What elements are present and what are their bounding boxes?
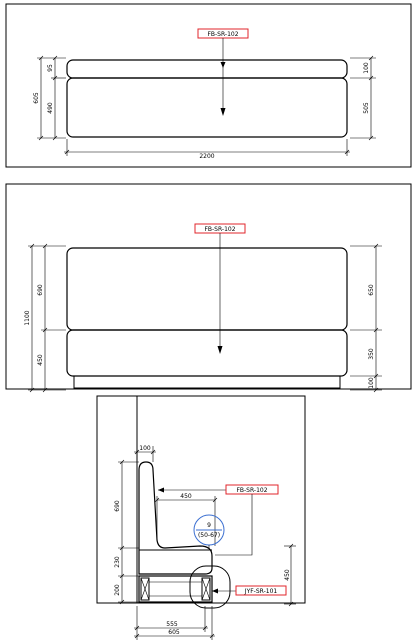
section-left-dims: 690 230 200 — [114, 459, 139, 605]
section-sofa-profile — [138, 461, 213, 575]
dim-section-base-height: 200 — [114, 584, 121, 596]
dim-front-left-upper: 690 — [37, 284, 44, 296]
callout-number: 9 — [207, 522, 211, 529]
section-lower-tag: JYF-SR-101 — [244, 588, 278, 595]
section-top-dim: 100 — [134, 445, 156, 462]
section-lower-tag-group: JYF-SR-101 — [212, 585, 287, 596]
dim-top-right-lower: 505 — [363, 102, 370, 114]
top-view-left-dims: 605 95 490 — [33, 55, 66, 141]
dim-section-top-back: 100 — [139, 445, 151, 452]
front-view-leader-arrow — [217, 346, 223, 354]
section-upper-tag: FB-SR-102 — [236, 487, 267, 494]
dim-front-total: 1100 — [24, 310, 31, 325]
top-view-frame — [5, 3, 412, 168]
front-view-left-dims: 1100 690 450 — [24, 243, 66, 393]
section-right-dim: 450 — [284, 543, 296, 607]
section-bottom-dims: 555 605 — [134, 606, 215, 640]
section-view: 100 450 690 230 200 — [96, 395, 306, 640]
dim-section-seat-height: 230 — [114, 556, 121, 568]
dim-front-right-upper: 650 — [368, 284, 375, 296]
section-seat-depth-dim: 450 — [154, 493, 218, 546]
dim-section-back-height: 690 — [114, 500, 121, 512]
section-upper-tag-group: FB-SR-102 — [158, 484, 279, 556]
section-detail-boundary — [189, 565, 231, 609]
section-base-leg-right — [201, 577, 211, 601]
top-view: FB-SR-102 605 95 490 — [5, 3, 412, 168]
dim-front-left-lower: 450 — [37, 354, 44, 366]
section-lower-tag-box — [235, 585, 287, 596]
front-view-seat — [66, 329, 348, 377]
top-view-leader-arrow — [220, 108, 226, 116]
front-view-tag: FB-SR-102 — [204, 226, 235, 233]
dim-top-right-upper: 100 — [363, 62, 370, 74]
dim-section-bottom-outer: 605 — [168, 629, 180, 636]
dim-section-bottom-inner: 555 — [166, 621, 178, 628]
top-view-back-cushion — [66, 59, 348, 79]
top-view-width-dim: 2200 — [64, 139, 350, 160]
dim-section-right-height: 450 — [284, 569, 291, 581]
front-view: FB-SR-102 1100 690 450 — [5, 183, 412, 393]
dim-top-left-upper: 95 — [47, 64, 54, 72]
section-view-frame — [96, 395, 306, 604]
dim-section-seat-depth: 450 — [180, 493, 192, 500]
dim-top-width: 2200 — [199, 153, 214, 160]
front-view-right-dims: 650 350 100 — [350, 243, 382, 393]
front-view-frame — [5, 183, 412, 390]
dim-front-right-base: 100 — [368, 377, 375, 389]
section-base-frame — [138, 575, 213, 603]
section-upper-leader-2 — [215, 494, 253, 556]
top-view-right-dims: 100 505 — [350, 55, 376, 141]
front-view-back — [66, 247, 348, 331]
callout-ref: (50-67) — [198, 532, 220, 539]
section-callout: 9 (50-67) — [193, 514, 225, 548]
front-view-base — [73, 375, 341, 389]
dim-front-right-mid: 350 — [368, 348, 375, 360]
top-view-seat — [66, 77, 348, 138]
dim-top-left-outer: 605 — [33, 92, 40, 104]
top-view-tag: FB-SR-102 — [207, 31, 238, 38]
dim-top-left-lower: 490 — [47, 102, 54, 114]
section-base-leg-left — [140, 577, 150, 601]
top-view-leader-arrow-upper — [220, 62, 226, 68]
